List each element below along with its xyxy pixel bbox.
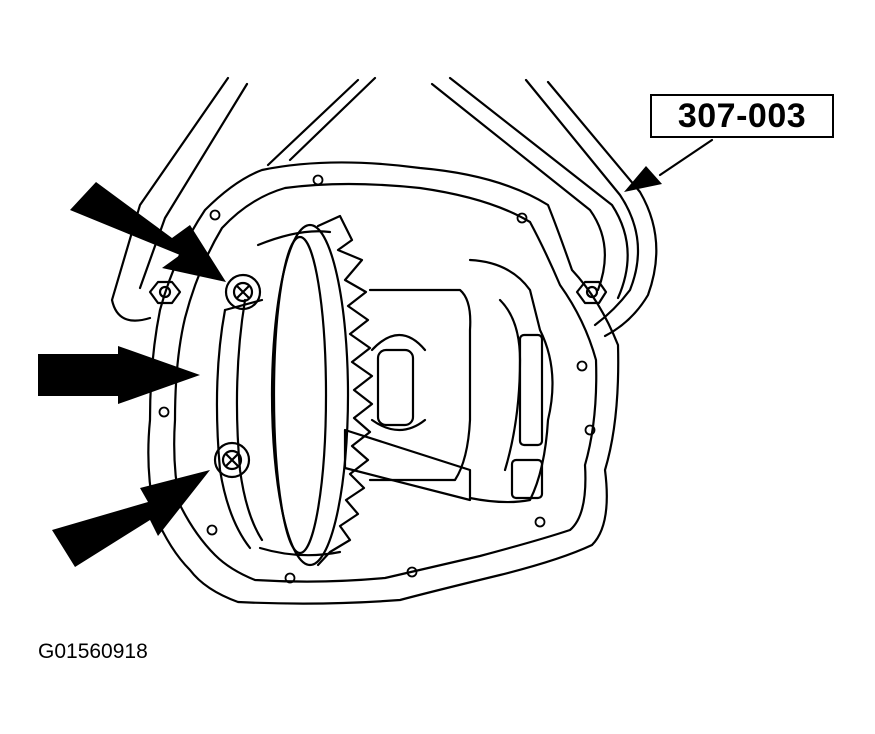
housing-flange [147,161,620,605]
ring-gear [270,214,374,567]
tool-bolt-right [575,280,608,305]
arrow-lower-left [52,470,210,567]
arrow-middle-left [38,346,200,404]
tool-callout-leader [624,138,714,192]
figure-code: G01560918 [38,640,148,663]
spreader-tool-307-003 [110,76,658,338]
bearing-cap-bolt-lower [213,441,251,479]
flange-bolt-holes [158,174,596,584]
tool-bolt-left [148,280,182,305]
tool-number-label: 307-003 [650,94,834,138]
arrow-upper-left [70,182,226,282]
differential-carrier [215,230,554,557]
bearing-cap-bolt-upper [224,273,262,311]
